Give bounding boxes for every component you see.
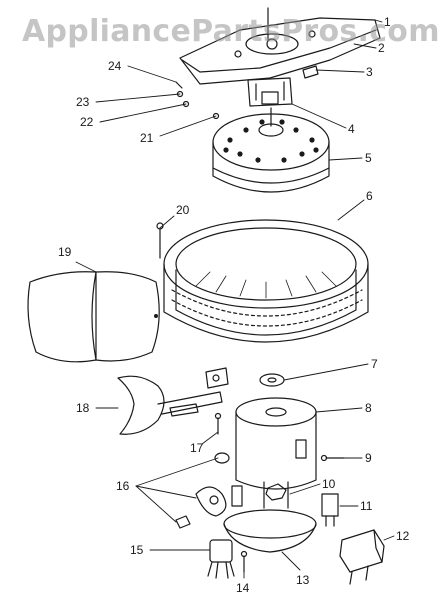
callout-1: 1 <box>384 15 391 29</box>
part-3-clip <box>302 65 319 79</box>
callout-20: 20 <box>176 203 190 217</box>
callout-16: 16 <box>116 479 130 493</box>
callout-23: 23 <box>76 95 90 109</box>
callout-14: 14 <box>236 581 250 595</box>
callout-3: 3 <box>366 65 373 79</box>
part-12-terminal-block <box>339 529 385 585</box>
part-11-switch <box>321 493 339 527</box>
callout-7: 7 <box>371 357 378 371</box>
callout-24: 24 <box>108 59 122 73</box>
part-19-filter-pad <box>27 271 160 363</box>
callout-13: 13 <box>296 573 310 587</box>
part-15-capacitor <box>207 539 235 579</box>
part-6-basket-ring <box>163 219 369 343</box>
leader-lines <box>75 19 395 579</box>
callout-18: 18 <box>76 401 90 415</box>
callout-8: 8 <box>365 401 372 415</box>
part-4-bracket <box>247 77 293 107</box>
part-13-dish <box>223 509 317 553</box>
part-5-impeller-housing <box>212 107 330 193</box>
callout-21: 21 <box>140 131 154 145</box>
callout-4: 4 <box>348 122 355 136</box>
part-16-fan-parts <box>175 452 243 529</box>
part-8-motor <box>235 397 317 509</box>
callout-17: 17 <box>190 441 204 455</box>
callout-15: 15 <box>130 543 144 557</box>
part-14-screw <box>240 550 248 573</box>
callout-19: 19 <box>58 245 72 259</box>
callout-12: 12 <box>396 529 410 543</box>
part-21-24-small-parts <box>175 81 220 120</box>
callout-10: 10 <box>322 477 336 491</box>
part-1-top-housing <box>179 7 381 85</box>
callout-9: 9 <box>365 451 372 465</box>
callout-5: 5 <box>365 151 372 165</box>
callout-6: 6 <box>366 189 373 203</box>
part-17-screw <box>214 412 222 435</box>
part-18-float-bracket <box>117 367 229 435</box>
callout-labels: 1 2 3 4 5 6 7 8 9 10 11 12 13 14 15 16 1… <box>58 15 410 595</box>
callout-22: 22 <box>80 115 94 129</box>
callout-2: 2 <box>378 41 385 55</box>
part-7-washer <box>259 373 285 387</box>
callout-11: 11 <box>360 499 373 513</box>
watermark: AppliancePartsPros.com <box>22 14 438 49</box>
part-10-nut <box>265 483 287 501</box>
part-9-screw <box>320 454 345 462</box>
